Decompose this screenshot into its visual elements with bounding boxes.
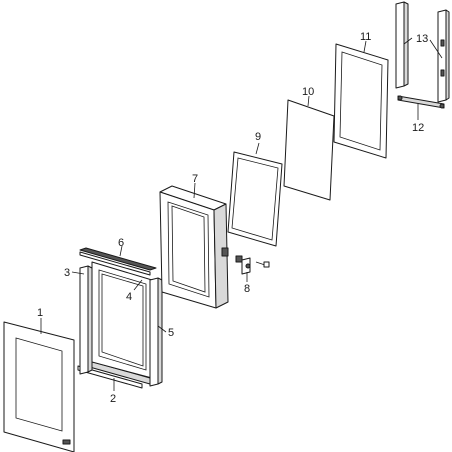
- label-part-8: 8: [244, 283, 250, 295]
- label-part-7: 7: [192, 173, 198, 185]
- part-5-right-side-rail: [149, 277, 163, 387]
- label-part-10: 10: [302, 86, 314, 98]
- part-4-inner-frame: [91, 261, 153, 379]
- label-part-5: 5: [168, 327, 174, 339]
- label-part-1: 1: [37, 307, 43, 319]
- part-11-choke-frame: [333, 43, 389, 159]
- leader-lines: [40, 37, 443, 391]
- part-13-hinge-brackets: [395, 1, 450, 103]
- label-part-9: 9: [255, 131, 261, 143]
- label-part-6: 6: [118, 237, 124, 249]
- label-part-3: 3: [64, 267, 70, 279]
- part-9-door-seal: [227, 151, 283, 247]
- label-part-4: 4: [126, 291, 132, 303]
- part-8-hinge-hardware: [235, 255, 270, 275]
- part-10-inner-glass-panel: [283, 99, 335, 201]
- label-part-13: 13: [416, 33, 428, 45]
- part-7-door-frame: [159, 185, 229, 309]
- label-part-12: 12: [412, 122, 424, 134]
- part-12-hinge-bar: [397, 95, 445, 109]
- part-6-top-rail: [79, 247, 157, 276]
- label-part-11: 11: [360, 31, 371, 43]
- part-labels: 1 2 3 4 5 6 7 8 9 10 11 12 13: [37, 31, 428, 405]
- part-3-left-side-rail: [79, 265, 93, 375]
- part-1-front-glass-panel: [3, 321, 75, 452]
- label-part-2: 2: [110, 393, 116, 405]
- part-2-bottom-rail: [77, 359, 151, 389]
